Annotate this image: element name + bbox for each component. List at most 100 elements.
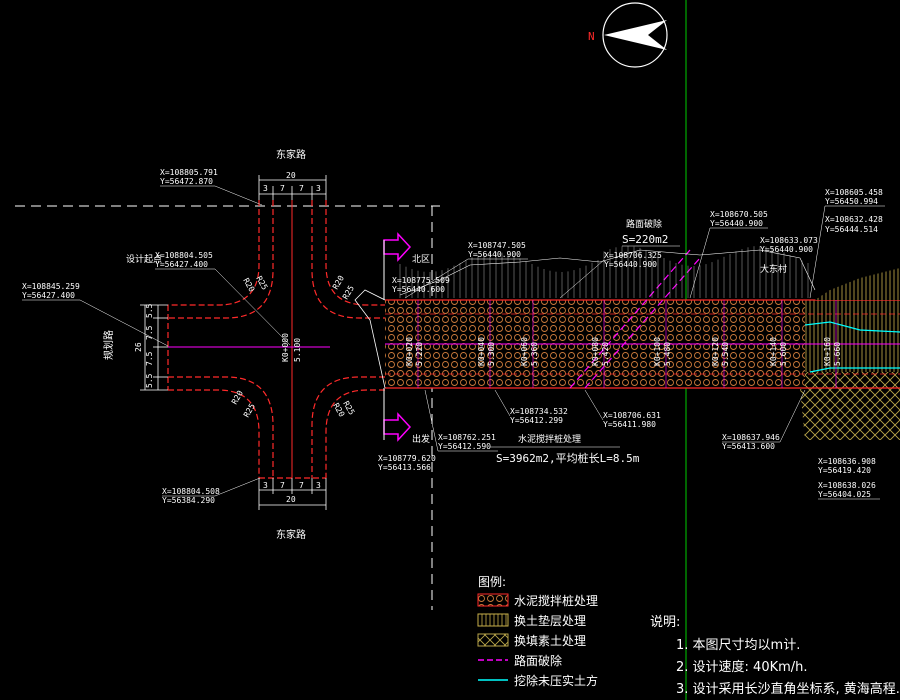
legend: 图例: 水泥搅拌桩处理 换土垫层处理 换填素土处理 路面破除 挖除未压实土方 bbox=[477, 575, 598, 688]
svg-text:Y=56440.900: Y=56440.900 bbox=[604, 260, 657, 269]
top-dimension bbox=[258, 175, 327, 200]
svg-text:X=108637.946: X=108637.946 bbox=[722, 433, 780, 442]
direction-south bbox=[383, 388, 412, 442]
right-terrain-fill bbox=[815, 268, 900, 300]
station-elevation: 5.420 bbox=[601, 342, 610, 366]
legend-item-pile: 水泥搅拌桩处理 bbox=[514, 593, 598, 608]
legend-swatch-pile bbox=[477, 593, 509, 607]
notes-title: 说明: bbox=[650, 615, 680, 630]
bottom-dim-2: 7 bbox=[280, 481, 285, 490]
svg-text:X=108775.509: X=108775.509 bbox=[392, 276, 450, 285]
svg-text:Y=56419.420: Y=56419.420 bbox=[818, 466, 871, 475]
pavement-break-area: S=220m2 bbox=[622, 233, 668, 246]
bottom-dimension bbox=[258, 478, 327, 510]
svg-text:Y=56427.400: Y=56427.400 bbox=[155, 260, 208, 269]
station-label: K0+100 bbox=[653, 337, 662, 366]
svg-text:Y=56384.290: Y=56384.290 bbox=[162, 496, 215, 505]
cement-title: 水泥搅拌桩处理 bbox=[518, 433, 581, 445]
station-elevation: 5.660 bbox=[833, 342, 842, 366]
station-elevation: 5.360 bbox=[530, 342, 539, 366]
cyan-boundary-2 bbox=[809, 367, 900, 373]
radius-label-tr2: R25 bbox=[341, 284, 356, 301]
north-arrow-icon bbox=[604, 20, 667, 50]
right-cross-fill bbox=[800, 388, 900, 440]
station-elevation: 5.220 bbox=[415, 342, 424, 366]
svg-text:Y=56413.600: Y=56413.600 bbox=[722, 442, 775, 451]
svg-text:X=108605.458: X=108605.458 bbox=[825, 188, 883, 197]
svg-text:Y=56440.900: Y=56440.900 bbox=[468, 250, 521, 259]
pavement-break-title: 路面破除 bbox=[626, 218, 662, 230]
station-label: K0+080 bbox=[591, 337, 600, 366]
north-label: N bbox=[588, 30, 595, 43]
road-bottom-label: 东家路 bbox=[276, 528, 306, 541]
left-dim-total: 26 bbox=[134, 342, 143, 352]
svg-text:Y=56404.025: Y=56404.025 bbox=[818, 490, 871, 499]
svg-text:X=108747.505: X=108747.505 bbox=[468, 241, 526, 250]
legend-item-magenta: 路面破除 bbox=[514, 653, 562, 668]
north-circle bbox=[602, 2, 668, 68]
note-2: 2. 设计速度: 40Km/h. bbox=[676, 659, 808, 675]
left-dim-4: 5.5 bbox=[145, 373, 154, 388]
svg-text:Y=56450.994: Y=56450.994 bbox=[825, 197, 878, 206]
road-left-label: 规划路 bbox=[102, 330, 115, 360]
top-dim-1: 3 bbox=[263, 184, 268, 193]
svg-text:Y=56412.299: Y=56412.299 bbox=[510, 416, 563, 425]
bottom-dim-1: 3 bbox=[263, 481, 268, 490]
direction-south-label: 出发 bbox=[412, 433, 430, 445]
svg-text:X=108805.791: X=108805.791 bbox=[160, 168, 218, 177]
intersection bbox=[167, 200, 385, 479]
station-label: K0+140 bbox=[769, 337, 778, 366]
svg-text:X=108706.631: X=108706.631 bbox=[603, 411, 661, 420]
left-dim-3: 7.5 bbox=[145, 351, 154, 366]
radius-label-tr: R20 bbox=[331, 274, 346, 291]
top-dim-4: 3 bbox=[316, 184, 321, 193]
top-dim-total: 20 bbox=[286, 171, 296, 180]
legend-item-cyan: 挖除未压实土方 bbox=[514, 673, 598, 688]
legend-item-fill: 换土垫层处理 bbox=[514, 613, 586, 628]
station-label: K0+060 bbox=[520, 337, 529, 366]
svg-text:Y=56472.870: Y=56472.870 bbox=[160, 177, 213, 186]
intersection-outline bbox=[167, 200, 385, 479]
north-arrow: N bbox=[588, 2, 668, 68]
cement-area: S=3962m2,平均桩长L=8.5m bbox=[496, 451, 640, 465]
svg-text:Y=56444.514: Y=56444.514 bbox=[825, 225, 878, 234]
arrow-right-icon bbox=[383, 232, 412, 262]
svg-text:X=108706.325: X=108706.325 bbox=[604, 251, 662, 260]
station-elevation: 5.480 bbox=[663, 342, 672, 366]
svg-text:X=108632.428: X=108632.428 bbox=[825, 215, 883, 224]
svg-text:X=108633.073: X=108633.073 bbox=[760, 236, 818, 245]
village-label: 大东村 bbox=[760, 263, 787, 275]
legend-title: 图例: bbox=[478, 575, 506, 589]
direction-north-label: 北区 bbox=[412, 254, 430, 265]
road-top-label: 东家路 bbox=[276, 148, 306, 161]
design-point-label: 设计起点 bbox=[126, 253, 162, 265]
svg-text:Y=56413.566: Y=56413.566 bbox=[378, 463, 431, 472]
svg-text:X=108845.259: X=108845.259 bbox=[22, 282, 80, 291]
road-start-edge bbox=[354, 289, 386, 389]
top-dim-2: 7 bbox=[280, 184, 285, 193]
axis-station-label: K0+000 bbox=[281, 333, 290, 362]
legend-item-cross: 换填素土处理 bbox=[514, 634, 586, 648]
note-3: 3. 设计采用长沙直角坐标系, 黄海高程. bbox=[676, 681, 900, 697]
station-elevation: 5.540 bbox=[721, 342, 730, 366]
direction-north bbox=[383, 232, 412, 300]
station-label: K0+020 bbox=[405, 337, 414, 366]
svg-text:X=108804.508: X=108804.508 bbox=[162, 487, 220, 496]
